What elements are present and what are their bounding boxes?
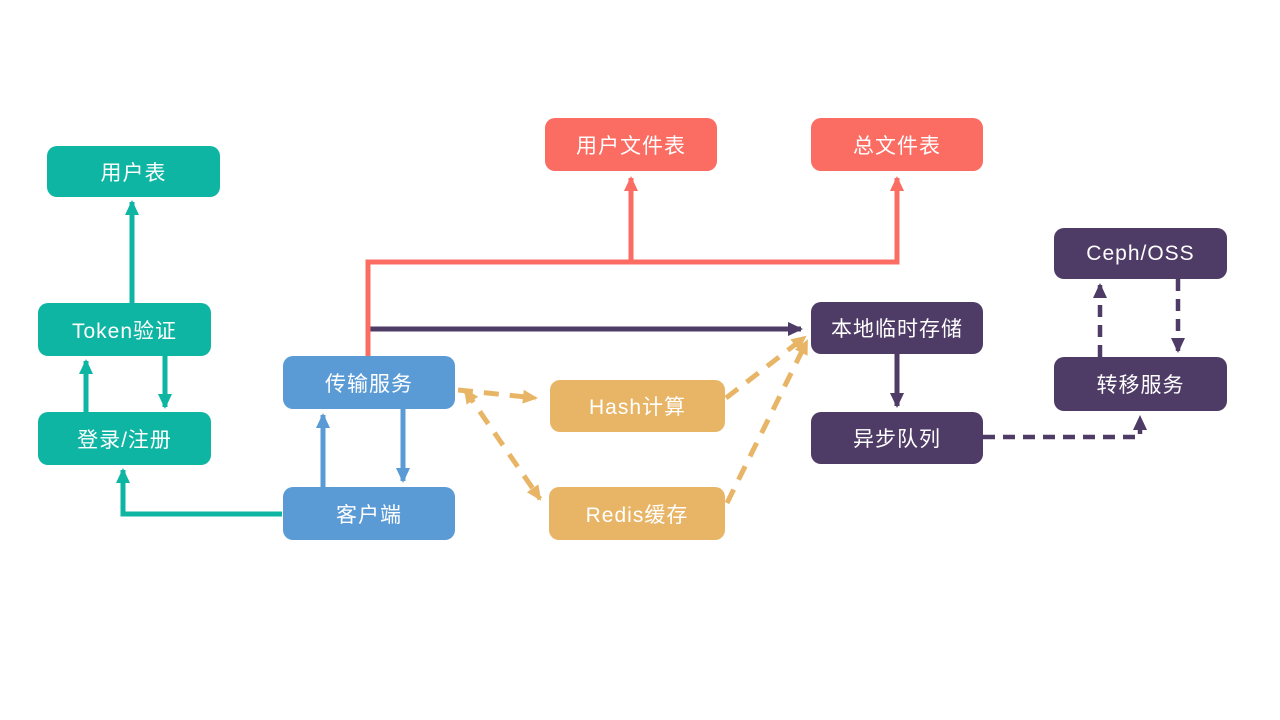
node-client: 客户端 <box>283 487 455 540</box>
node-total-file-table: 总文件表 <box>811 118 983 171</box>
edge-hash-to-localstorage <box>724 335 807 400</box>
node-local-temp-storage: 本地临时存储 <box>811 302 983 354</box>
node-migrate-service: 转移服务 <box>1054 357 1227 411</box>
node-hash-compute: Hash计算 <box>550 380 725 432</box>
node-redis-cache: Redis缓存 <box>549 487 725 540</box>
edge-transfer-redis-bidirectional <box>462 388 543 501</box>
edge-redis-to-localstorage <box>724 339 810 505</box>
node-user-file-table: 用户文件表 <box>545 118 717 171</box>
node-token-verify: Token验证 <box>38 303 211 356</box>
edge-transfer-to-hash <box>457 387 538 404</box>
edge-client-to-login <box>116 468 282 517</box>
node-ceph-oss: Ceph/OSS <box>1054 228 1227 279</box>
edge-asyncqueue-to-migrate <box>983 415 1147 440</box>
node-transfer-service: 传输服务 <box>283 356 455 409</box>
node-user-table: 用户表 <box>47 146 220 197</box>
node-async-queue: 异步队列 <box>811 412 983 464</box>
node-login-register: 登录/注册 <box>38 412 211 465</box>
